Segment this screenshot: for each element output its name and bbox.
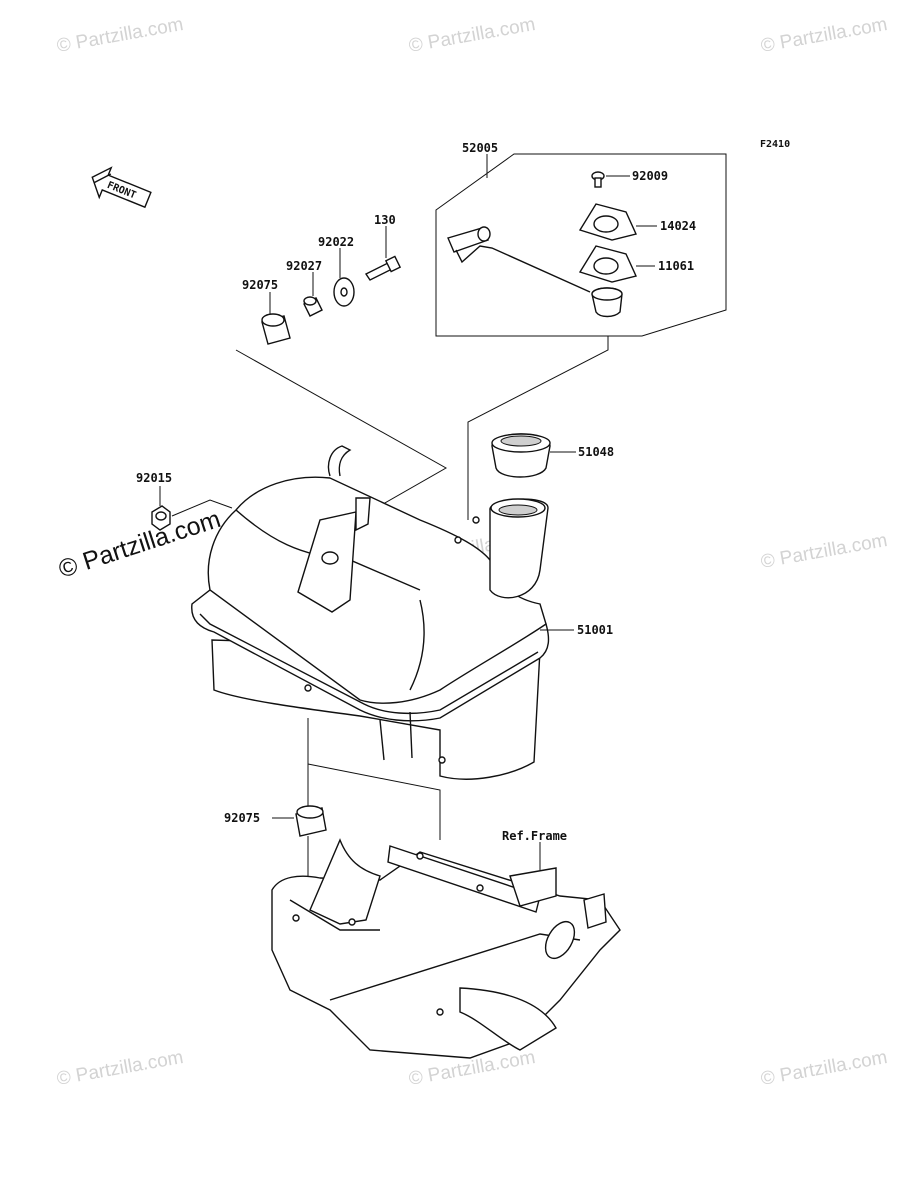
watermark: © Partzilla.com [759, 1047, 889, 1090]
part-label-51001: 51001 [577, 623, 613, 637]
frame-leader-line [307, 763, 441, 840]
part-label-52005: 52005 [462, 141, 498, 155]
plate-14024: 14024 [578, 203, 696, 241]
sender-leader-line [467, 336, 609, 520]
washer-92022: 92022 [318, 235, 355, 307]
fuel-tank-51001: 51001 [191, 445, 613, 780]
collar-92027: 92027 [286, 259, 323, 317]
fuel-sender-float-unit [447, 226, 623, 318]
ref-frame-label: Ref.Frame [502, 829, 567, 843]
reference-frame: Ref.Frame [271, 829, 621, 1059]
gasket-11061: 11061 [578, 245, 694, 283]
watermark: © Partzilla.com [55, 14, 185, 57]
fuel-sender-assembly-box: 52005 [435, 141, 727, 337]
part-label-92015: 92015 [136, 471, 172, 485]
part-label-14024: 14024 [660, 219, 696, 233]
part-label-92009: 92009 [632, 169, 668, 183]
part-label-92027: 92027 [286, 259, 322, 273]
watermark: © Partzilla.com [759, 530, 889, 573]
nut-92015: 92015 [136, 471, 233, 531]
grommet-92075-bottom: 92075 [224, 805, 327, 837]
front-direction-arrow-icon: FRONT [91, 166, 152, 209]
part-label-92022: 92022 [318, 235, 354, 249]
figure-code: F2410 [760, 139, 790, 150]
part-label-51048: 51048 [578, 445, 614, 459]
watermark: © Partzilla.com [759, 14, 889, 57]
watermark: © Partzilla.com [407, 14, 537, 57]
part-label-11061: 11061 [658, 259, 694, 273]
grommet-92075-top: 92075 [242, 278, 291, 345]
watermark-prominent: © Partzilla.com [55, 505, 224, 584]
part-label-130: 130 [374, 213, 396, 227]
filler-cap-51048: 51048 [491, 433, 614, 478]
watermark: © Partzilla.com [55, 1047, 185, 1090]
part-label-92075-bottom: 92075 [224, 811, 260, 825]
bolt-130: 130 [364, 213, 402, 281]
part-label-92075-top: 92075 [242, 278, 278, 292]
screw-92009: 92009 [591, 169, 668, 188]
